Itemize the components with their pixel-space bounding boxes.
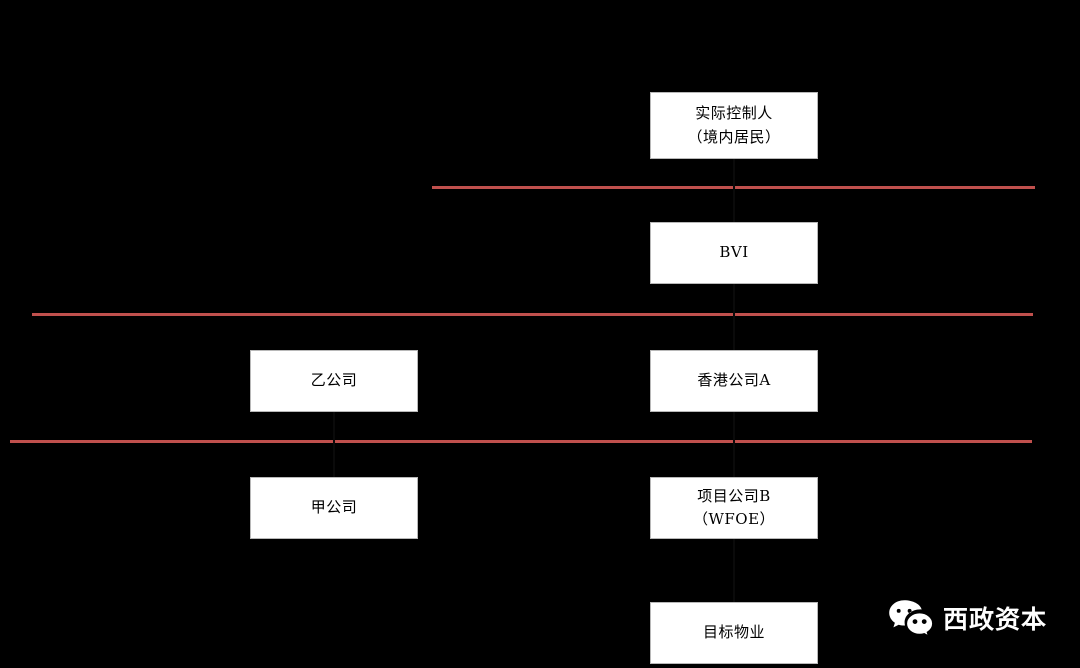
node-label-line1: 甲公司 [310,498,358,517]
connector-hk-wfoe [733,412,735,477]
node-label-line1: BVI [719,243,749,262]
node-label-line2: （境内居民） [687,127,781,146]
connector-yi-jia [333,412,335,477]
divider-lower [10,440,1032,443]
node-company-jia[interactable]: 甲公司 [250,477,418,539]
node-hongkong-company-a[interactable]: 香港公司A [650,350,818,412]
node-actual-controller[interactable]: 实际控制人 （境内居民） [650,92,818,159]
node-project-company-b[interactable]: 项目公司B （WFOE） [650,477,818,539]
node-target-property[interactable]: 目标物业 [650,602,818,664]
node-label-line1: 乙公司 [310,371,358,390]
node-label-line1: 项目公司B [697,486,771,505]
watermark: 西政资本 [888,598,1047,638]
wechat-icon [888,598,934,638]
connector-wfoe-property [733,539,735,602]
node-label-line2: （WFOE） [692,510,776,528]
divider-middle [32,313,1033,316]
connector-controller-bvi [733,159,735,222]
node-company-yi[interactable]: 乙公司 [250,350,418,412]
connector-bvi-hk [733,284,735,350]
watermark-text: 西政资本 [943,605,1048,634]
node-label-line1: 目标物业 [702,623,765,642]
node-label-line1: 实际控制人 [695,104,773,123]
node-label-line1: 香港公司A [697,371,771,390]
node-bvi[interactable]: BVI [650,222,818,284]
